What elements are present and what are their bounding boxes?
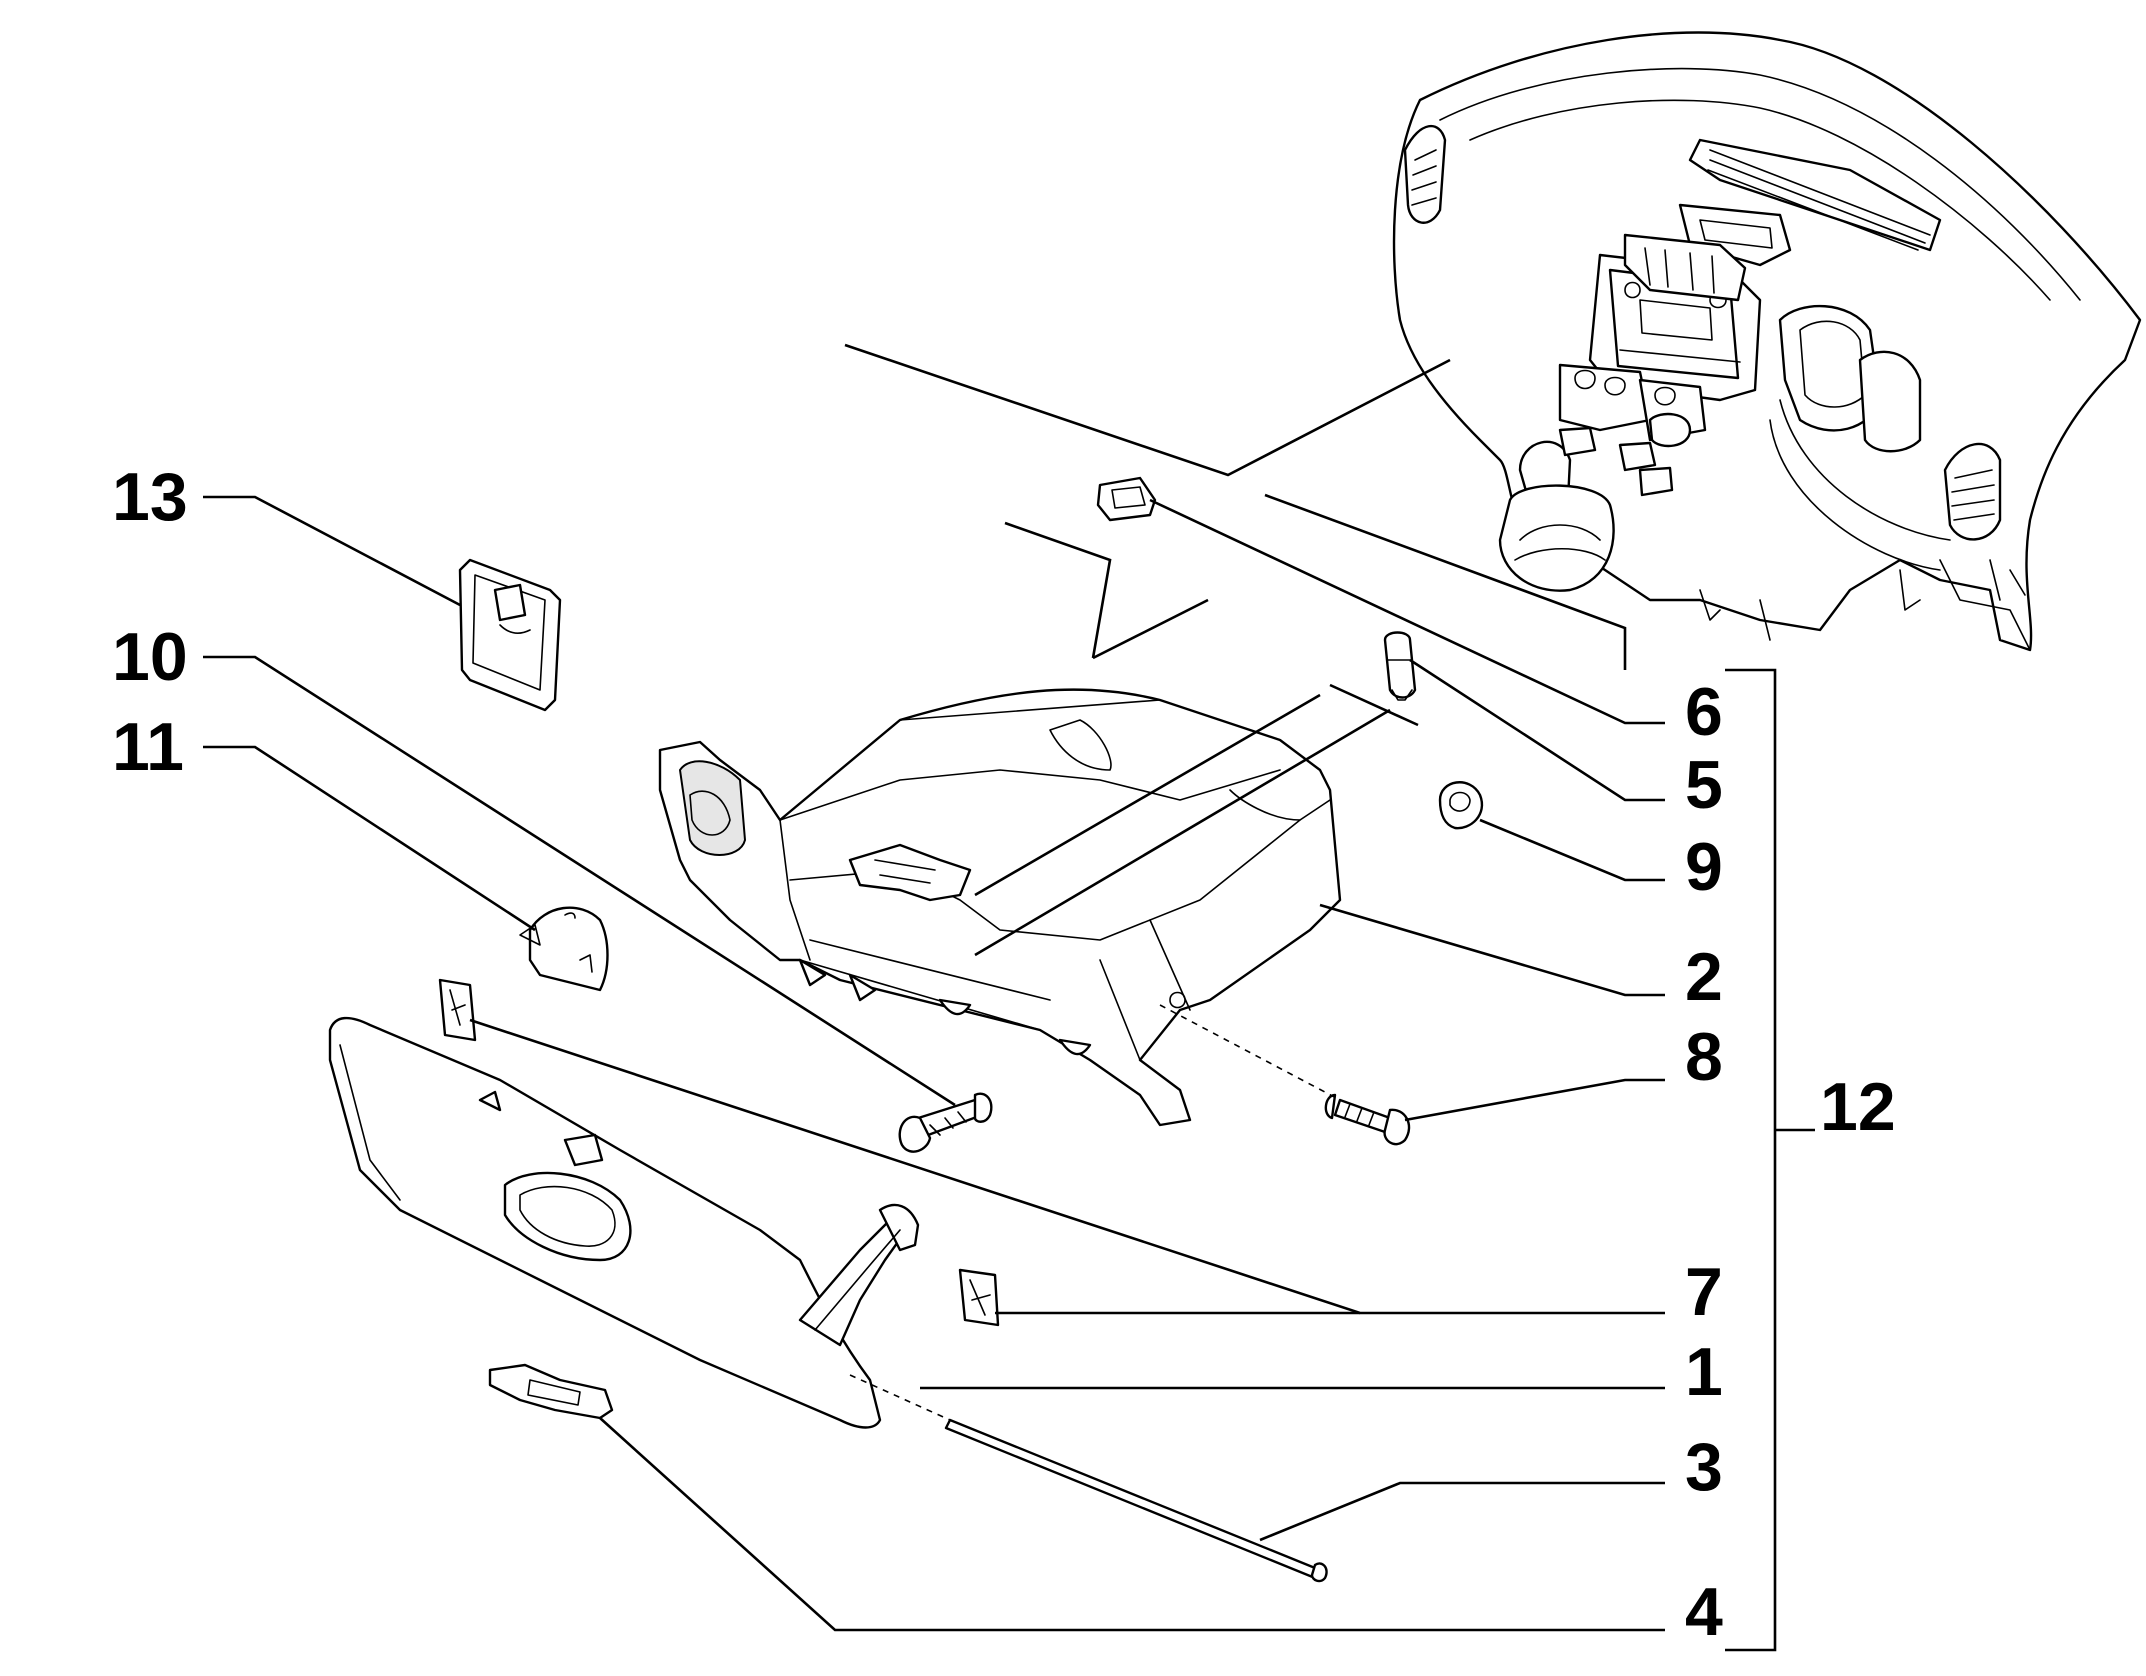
callout-6: 6 (1685, 674, 1723, 750)
part-8-screw (1324, 1093, 1411, 1146)
callout-4: 4 (1685, 1574, 1723, 1650)
callout-13: 13 (112, 459, 188, 535)
glovebox-housing (658, 688, 1342, 1127)
callout-11: 11 (112, 709, 184, 785)
part-5-stopper (1383, 631, 1417, 701)
part-4-latch-plate (488, 1363, 614, 1420)
part-13-cover (458, 558, 562, 712)
part-9-grommet (1438, 781, 1484, 830)
callout-2: 2 (1685, 939, 1723, 1015)
callout-7: 7 (1685, 1254, 1723, 1330)
part-7-clip-upper (438, 978, 477, 1042)
callout-5: 5 (1685, 747, 1723, 823)
callout-8: 8 (1685, 1019, 1723, 1095)
dashboard-leaders (844, 343, 1627, 670)
callout-labels: 13 10 11 6 5 9 2 8 12 7 1 3 4 (112, 459, 1896, 1650)
part-11-clip (519, 906, 609, 992)
callout-12: 12 (1820, 1069, 1896, 1145)
leader-lines (203, 495, 1815, 1652)
part-7-clip-lower (958, 1268, 1000, 1327)
callout-1: 1 (1685, 1334, 1723, 1410)
part-10-screw (898, 1092, 993, 1153)
callout-9: 9 (1685, 829, 1723, 905)
callout-3: 3 (1685, 1429, 1723, 1505)
callout-10: 10 (112, 619, 188, 695)
dashboard-assembly (1392, 31, 2142, 652)
part-3-rod (944, 1418, 1328, 1583)
part-6-clip (1096, 476, 1157, 522)
glovebox-lid (328, 1016, 920, 1429)
